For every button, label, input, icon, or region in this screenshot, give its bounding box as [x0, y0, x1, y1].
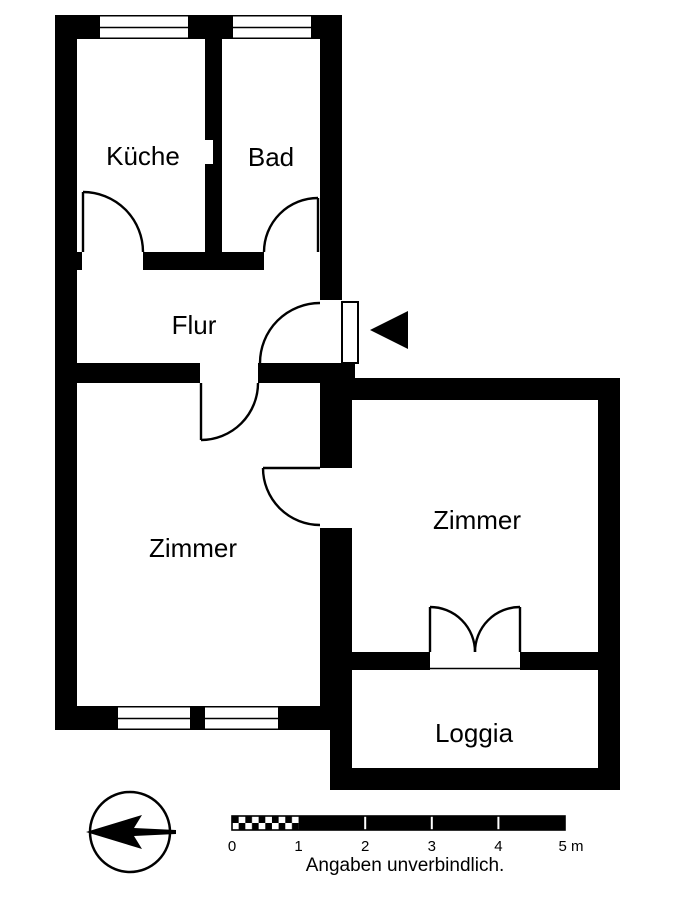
wall-kueche-bad-divider: [205, 39, 222, 252]
scale-tick-4: 4: [494, 838, 502, 855]
wall-right-outer: [598, 378, 620, 790]
window-glyphs: [100, 26, 520, 720]
scale-bar-divider-4m: [497, 816, 500, 830]
door-opening-zimmer-right: [319, 468, 353, 528]
north-arrow-icon: [86, 790, 176, 874]
room-label-zimmer-right: Zimmer: [433, 505, 521, 535]
room-label-kueche: Küche: [106, 141, 180, 171]
scale-tick-0: 0: [228, 838, 236, 855]
door-arc-loggia-left: [429, 605, 477, 653]
wall-openings: [82, 16, 520, 729]
room-label-bad: Bad: [248, 142, 294, 172]
wall-left-right-block: [330, 378, 352, 790]
scale-bar-divider-3m: [430, 816, 433, 830]
room-label-loggia: Loggia: [435, 718, 514, 748]
compass-needle: [86, 815, 176, 849]
scale-tick-5: 5 m: [558, 838, 583, 855]
door-arc-bad: [262, 196, 319, 253]
door-opening-bad: [264, 252, 320, 270]
scale-tick-3: 3: [428, 838, 436, 855]
scale-tick-1: 1: [294, 838, 302, 855]
door-opening-zimmer-left: [200, 363, 258, 383]
room-label-flur: Flur: [172, 310, 217, 340]
door-arc-zimmer-right: [261, 467, 321, 527]
room-labels: Küche Bad Flur Zimmer Zimmer Loggia: [106, 141, 521, 748]
scale-bar-divider-2m: [364, 816, 367, 830]
entrance-opening: [320, 300, 342, 363]
door-leaf-entrance: [341, 301, 359, 364]
wall-top-right-block: [330, 378, 620, 400]
entrance-arrow-icon: [370, 311, 408, 349]
scale-bar: 0 1 2 3 4 5 m: [228, 815, 584, 855]
wall-bottom-right-block: [330, 768, 620, 790]
scale-bar-outline: [231, 815, 566, 831]
door-arc-entrance: [258, 301, 321, 364]
door-arc-loggia-right: [473, 605, 521, 653]
wall-niche: [205, 140, 213, 164]
door-opening-loggia: [430, 652, 520, 670]
scale-tick-2: 2: [361, 838, 369, 855]
door-arc-kueche: [82, 190, 145, 253]
doors: [81, 190, 522, 653]
door-arc-zimmer-left: [200, 382, 260, 442]
disclaimer-text: Angaben unverbindlich.: [306, 855, 505, 876]
scale-bar-checker-segment: [232, 816, 299, 830]
door-opening-kueche: [82, 252, 143, 270]
room-label-zimmer-left: Zimmer: [149, 533, 237, 563]
wall-bottom-left-block: [55, 706, 342, 730]
